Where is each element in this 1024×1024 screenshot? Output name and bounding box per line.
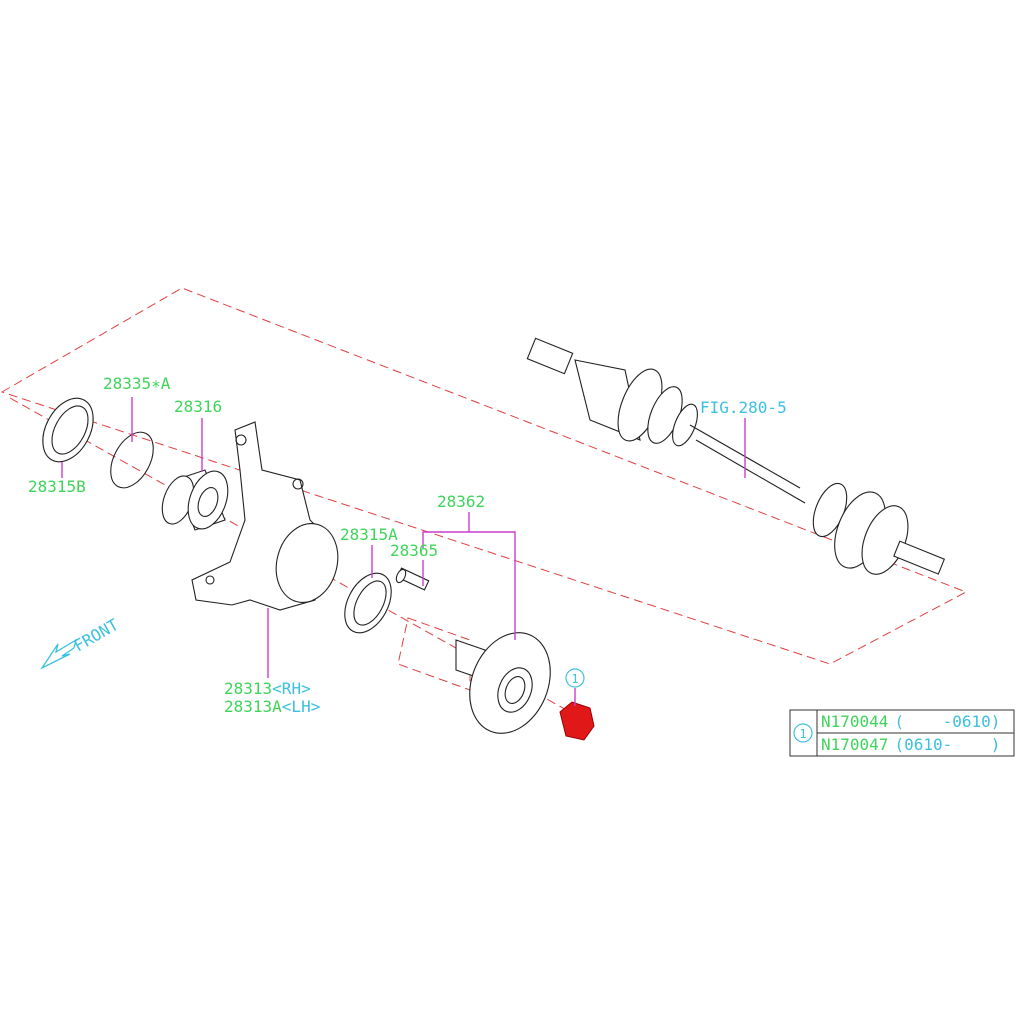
- label-28362[interactable]: 28362: [437, 492, 485, 511]
- axle-nut-highlighted: [559, 701, 595, 741]
- front-arrow-icon: [40, 638, 78, 670]
- seal-28315a: [344, 572, 392, 634]
- callout-number[interactable]: 1: [571, 672, 578, 686]
- callout-circle: [565, 668, 585, 688]
- front-label: FRONT: [71, 615, 123, 656]
- hub-28362: [455, 632, 551, 734]
- label-28335a[interactable]: 28335∗A: [103, 374, 171, 393]
- bearing-28316: [161, 469, 229, 531]
- label-28313-rh[interactable]: 28313<RH>: [224, 679, 311, 698]
- knuckle-28313: [191, 421, 339, 611]
- label-28313a-lh[interactable]: 28313A<LH>: [224, 697, 320, 716]
- snap-ring-28335a: [110, 431, 154, 489]
- label-28365[interactable]: 28365: [390, 541, 438, 560]
- seal-28315b: [42, 397, 94, 463]
- drive-shaft: [526, 337, 946, 575]
- table-row[interactable]: N170044( -0610): [821, 712, 1000, 731]
- table-row[interactable]: N170047(0610- ): [821, 735, 1000, 754]
- label-28316[interactable]: 28316: [174, 397, 222, 416]
- label-28315b[interactable]: 28315B: [28, 477, 86, 496]
- label-28315a[interactable]: 28315A: [340, 525, 398, 544]
- label-fig-280-5[interactable]: FIG.280-5: [700, 398, 787, 417]
- assembly-boundary: [0, 287, 968, 665]
- hub-bolt-28365: [395, 567, 430, 591]
- parts-table: 1 N170044( -0610) N170047(0610- ): [789, 709, 1015, 757]
- table-ref: 1: [799, 727, 806, 741]
